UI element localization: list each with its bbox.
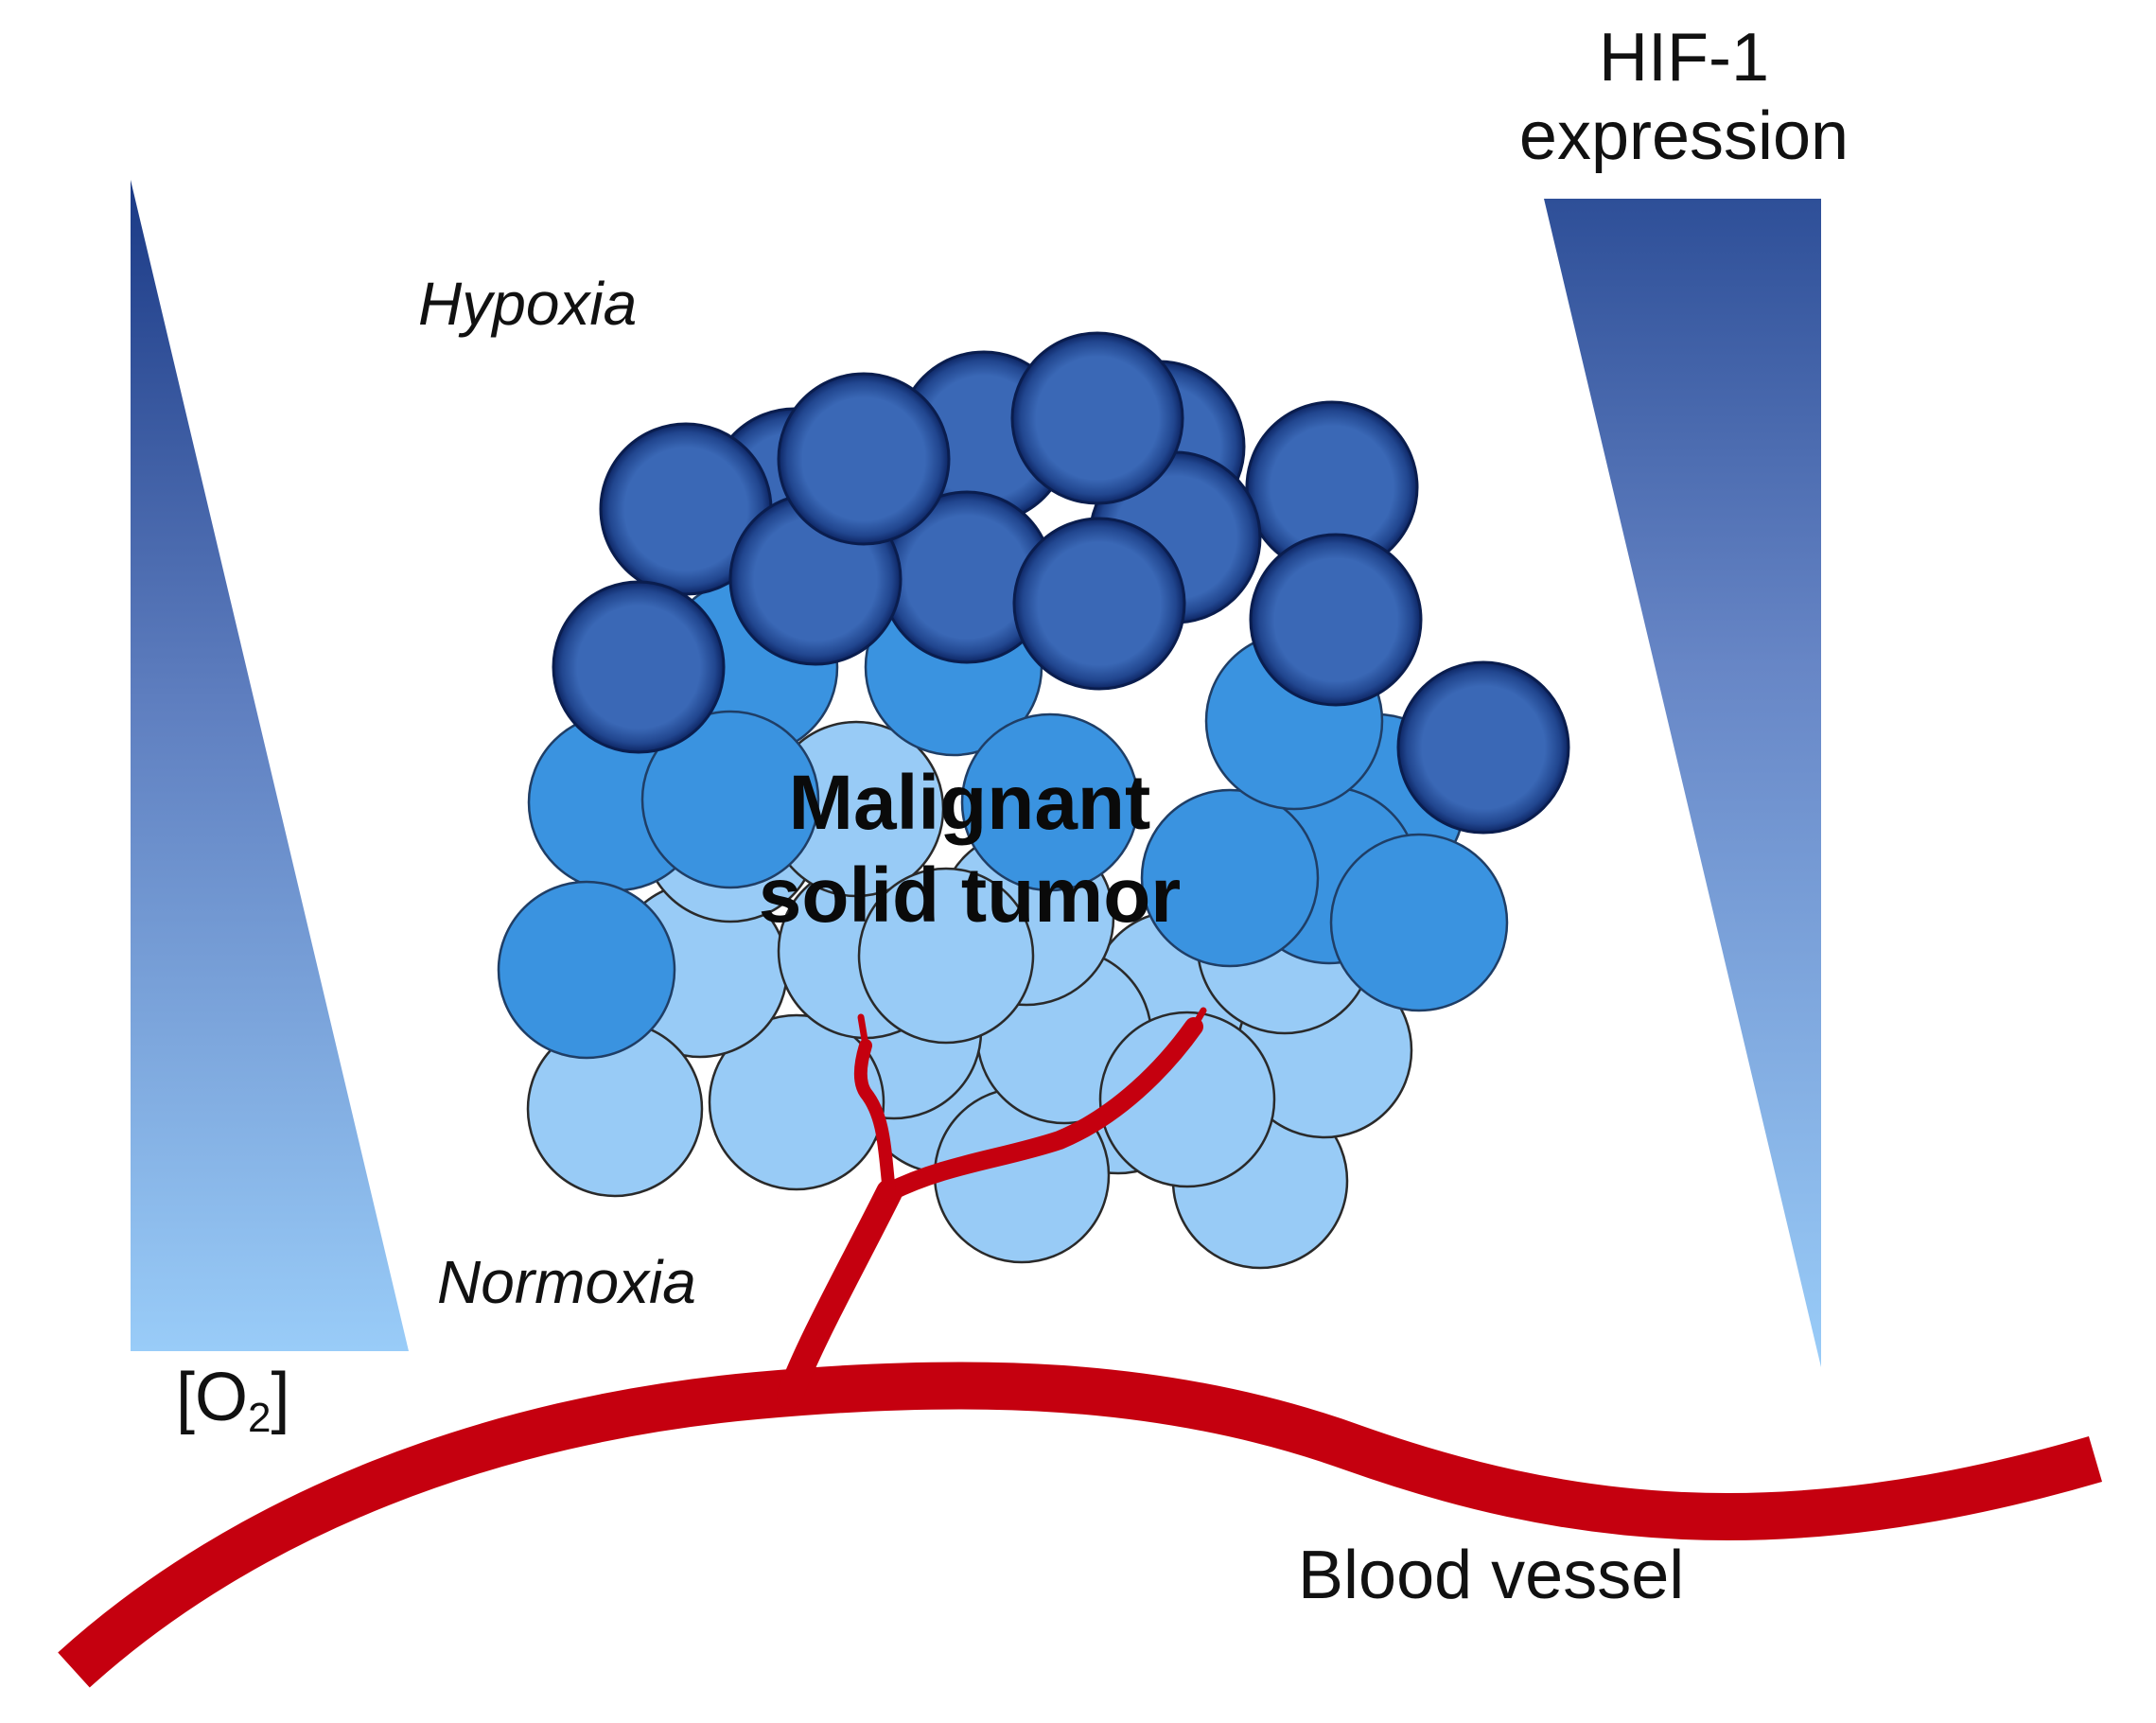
capillary-tip-left (857, 1013, 869, 1049)
intermediate-cell (1329, 833, 1509, 1012)
intermediate-cell (1140, 788, 1320, 968)
oxygen-concentration-label: [O2] (176, 1360, 290, 1441)
normoxic-cell (857, 867, 1035, 1045)
blood-vessel-label: Blood vessel (1298, 1538, 1685, 1613)
capillary-tip-right (1190, 1007, 1207, 1030)
blood-vessel (58, 1007, 2103, 1688)
hif-label-line2: expression (1518, 97, 1849, 174)
intermediate-cell (640, 710, 820, 889)
o2-gradient-wedge (131, 180, 409, 1351)
hypoxic-cells (552, 331, 1570, 835)
hypoxic-cell (1010, 331, 1184, 505)
hypoxic-cell (1396, 660, 1570, 835)
hif-label-line1: HIF-1 (1599, 20, 1769, 96)
o2-close: ] (271, 1360, 290, 1435)
hypoxic-cell (1012, 517, 1186, 691)
hypoxic-cell (552, 580, 726, 754)
o2-subscript: 2 (248, 1395, 272, 1441)
blood-vessel-main (58, 1362, 2103, 1688)
capillary-trunk (777, 1179, 903, 1409)
normoxic-cell (1098, 1011, 1276, 1188)
hypoxia-label: Hypoxia (418, 270, 638, 338)
tumor-label-line2: solid tumor (758, 853, 1182, 940)
normoxia-label: Normoxia (437, 1248, 696, 1316)
capillary-right-branch (880, 1017, 1203, 1202)
tumor-label-line1: Malignant (788, 760, 1151, 846)
hif-gradient-wedge (1544, 199, 1821, 1367)
normoxic-cell (708, 1013, 885, 1191)
hypoxic-cell (1249, 533, 1423, 707)
o2-open: [O (176, 1360, 249, 1435)
hypoxic-cell (777, 372, 951, 546)
intermediate-cell (497, 880, 676, 1060)
intermediate-cell (960, 712, 1140, 892)
capillary-left-branch (853, 1039, 896, 1199)
